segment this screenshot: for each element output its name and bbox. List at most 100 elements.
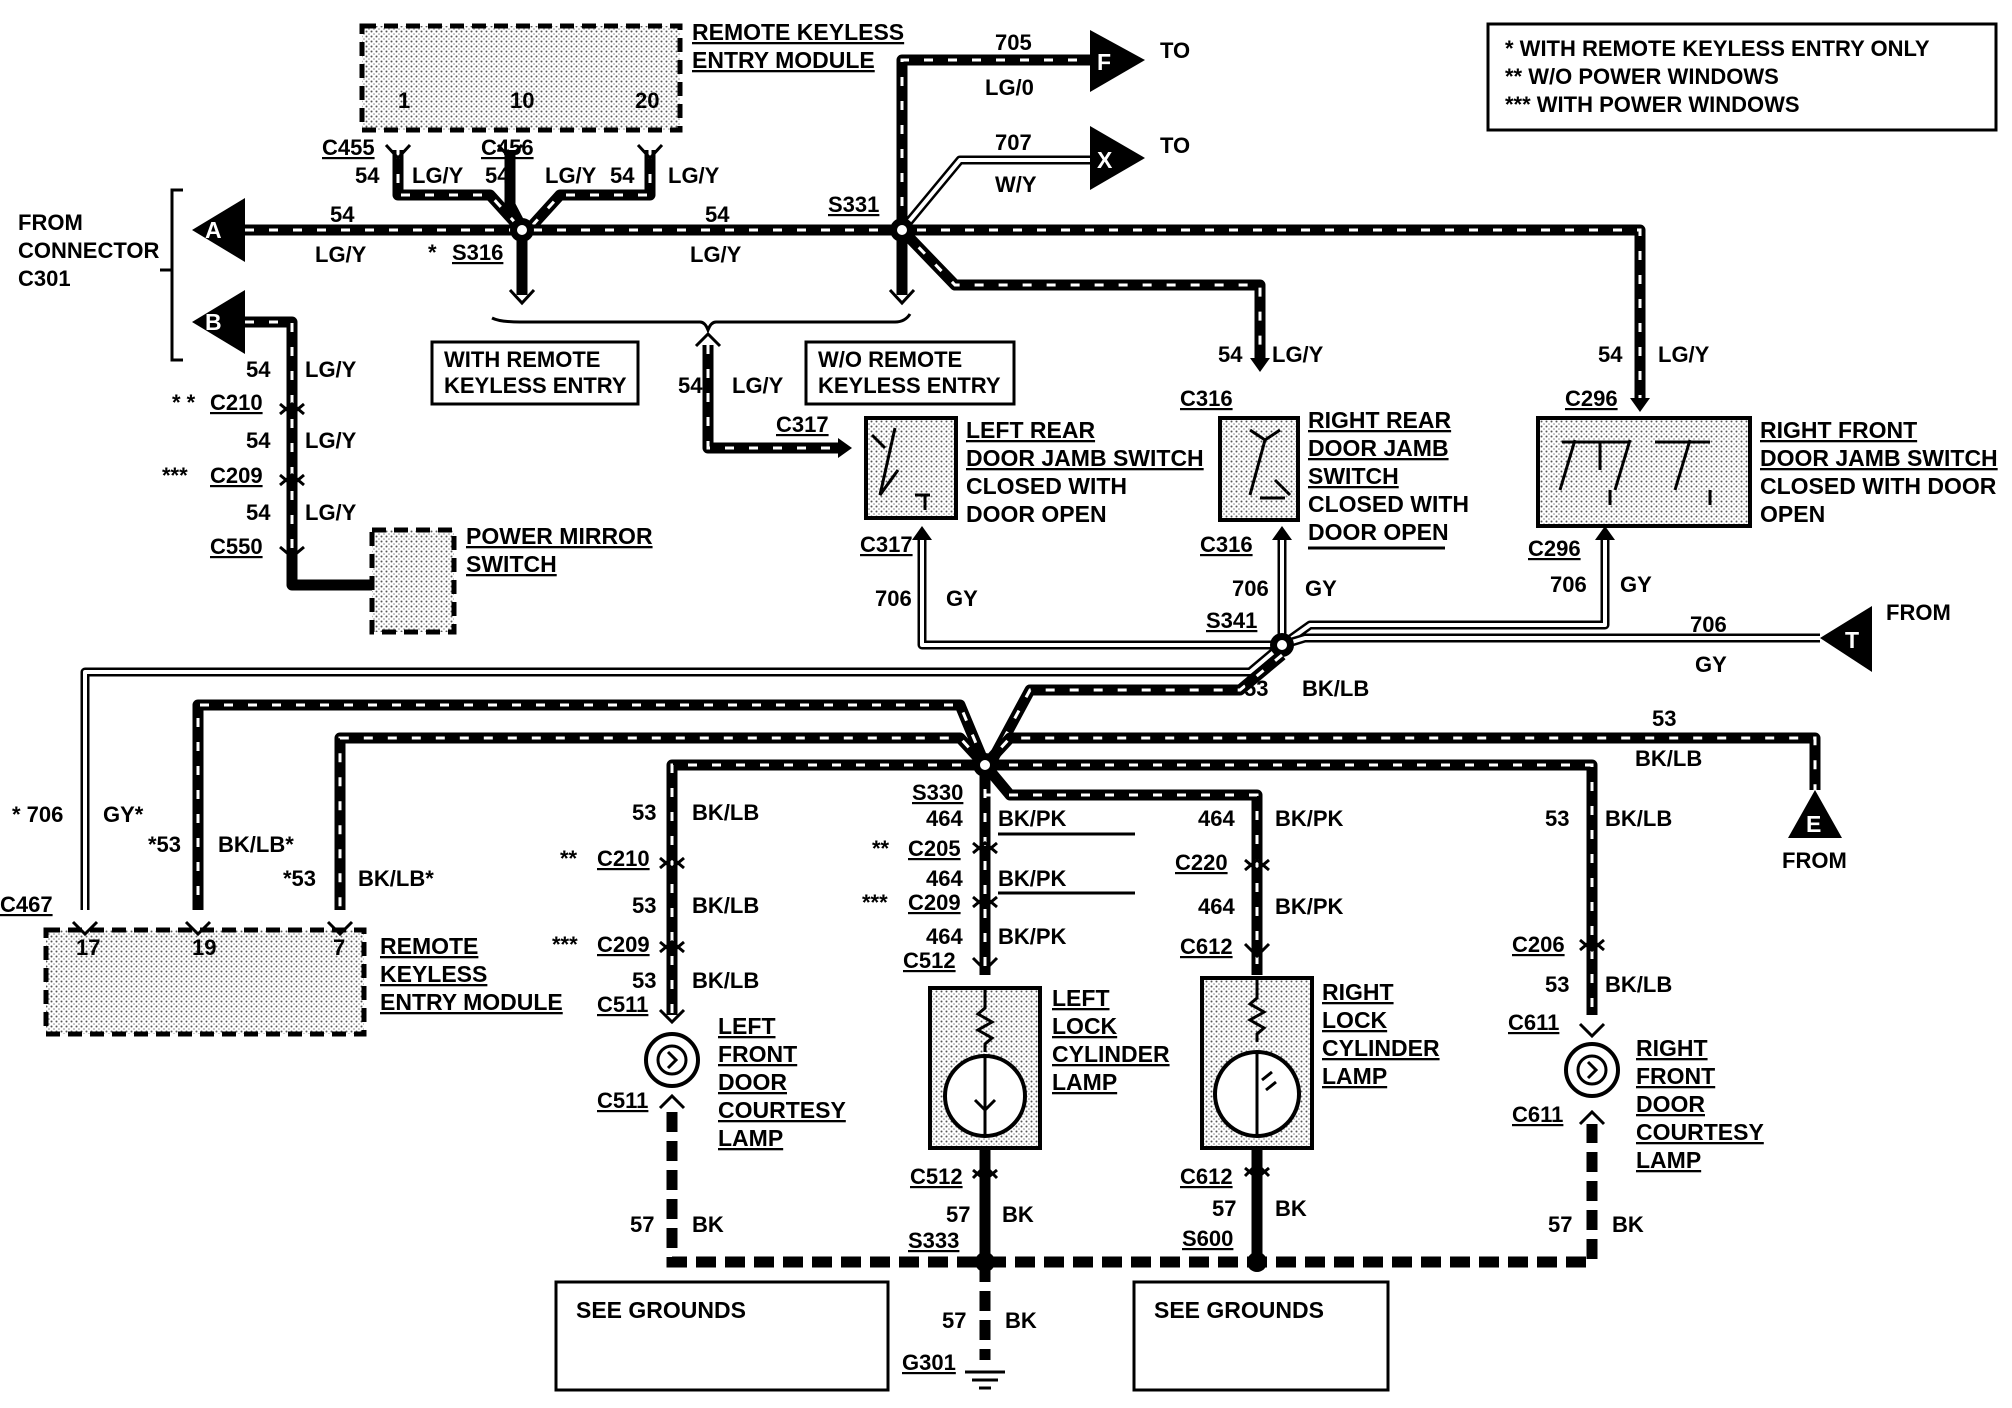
connector-c612: C612 (1180, 1164, 1233, 1189)
connector-c316-in: C316 (1180, 386, 1233, 411)
b-branch (245, 316, 372, 591)
connector-c512-in: C512 (903, 948, 956, 973)
terminal-f-to: TO (1160, 38, 1190, 63)
terminal-e: E (1788, 790, 1842, 838)
left-front-courtesy-lamp (644, 1032, 700, 1088)
wire-to-right-front-jamb (1630, 398, 1650, 412)
ground-circuit (666, 1112, 1598, 1360)
splice-s331-label: S331 (828, 192, 879, 217)
wire-label: GY (1620, 572, 1652, 597)
wire-label: 54 (355, 163, 380, 188)
wire-label: 464 (1198, 806, 1235, 831)
right-rear-jamb-label: CLOSED WITH (1308, 491, 1469, 517)
wire-label: 707 (995, 130, 1032, 155)
wire-label: LG/Y (412, 163, 464, 188)
terminal-x-letter: X (1097, 147, 1113, 173)
right-front-lamp-label: RIGHT (1636, 1035, 1708, 1061)
wire-label: LG/0 (985, 75, 1034, 100)
terminal-b-letter: B (205, 309, 222, 335)
wire-label: BK/PK (1275, 894, 1344, 919)
connector-c456: C456 (481, 135, 534, 160)
wire-label: 706 (875, 586, 912, 611)
with-rke-box: WITH REMOTE KEYLESS ENTRY (430, 340, 640, 406)
rke-bottom-label: ENTRY MODULE (380, 989, 563, 1015)
connector-c205: C205 (908, 836, 961, 861)
wire-label: 57 (630, 1212, 654, 1237)
connector-c296-in: C296 (1565, 386, 1618, 411)
wire-label: LG/Y (305, 500, 357, 525)
from-connector-label: C301 (18, 266, 71, 291)
connector-c550: C550 (210, 534, 263, 559)
see-grounds-left: SEE GROUNDS (554, 1280, 890, 1392)
c210-top-mark: * * (172, 390, 196, 415)
left-rear-jamb-label: DOOR OPEN (966, 501, 1107, 527)
wire-label: 54 (330, 202, 355, 227)
wire-label: 53 (632, 968, 656, 993)
power-mirror-switch: POWER MIRROR SWITCH (369, 523, 653, 635)
right-lock-lamp-label: RIGHT (1322, 979, 1394, 1005)
wire-label: 706 (1550, 572, 1587, 597)
wire-label: 57 (946, 1202, 970, 1227)
legend-line-2: ** W/O POWER WINDOWS (1505, 64, 1779, 89)
left-lock-lamp-label: LEFT (1052, 985, 1110, 1011)
splice-s600-label: S600 (1182, 1226, 1233, 1251)
terminal-a-letter: A (205, 217, 222, 243)
wire-label: 54 (246, 500, 271, 525)
right-rear-jamb-label: DOOR OPEN (1308, 519, 1449, 545)
option-brace (491, 313, 912, 335)
left-lock-lamp-label: CYLINDER (1052, 1041, 1170, 1067)
wire-label: LG/Y (545, 163, 597, 188)
remote-keyless-entry-module-top: 1 10 20 REMOTE KEYLESS ENTRY MODULE (359, 19, 904, 133)
wire-label: 464 (926, 806, 963, 831)
wire-label: BK/LB (692, 968, 759, 993)
rke-top-pin: 10 (510, 88, 534, 113)
wire-label: BK/LB (1605, 972, 1672, 997)
wire-label: 57 (942, 1308, 966, 1333)
rke-top-pin: 20 (635, 88, 659, 113)
connector-c611: C611 (1512, 1102, 1563, 1127)
wire-label: 464 (1198, 894, 1235, 919)
wire-label: BK/LB* (218, 832, 294, 857)
wire-label: 53 (1545, 972, 1569, 997)
connector-c209-c: C209 (908, 890, 961, 915)
right-front-lamp-label: LAMP (1636, 1147, 1701, 1173)
terminal-x: X (1090, 126, 1145, 190)
wire-label: 54 (246, 357, 271, 382)
wire-label: BK (1612, 1212, 1644, 1237)
without-rke-label: KEYLESS ENTRY (818, 373, 1001, 398)
c209-c-mark: *** (862, 890, 888, 915)
power-mirror-label: POWER MIRROR (466, 523, 653, 549)
rke-top-pin: 1 (398, 88, 410, 113)
right-lock-cylinder-lamp (1200, 976, 1314, 1260)
left-front-lamp-label: LAMP (718, 1125, 783, 1151)
connector-c209-b: C209 (597, 932, 650, 957)
wire-label: 706 (1690, 612, 1727, 637)
wire-label: 464 (926, 866, 963, 891)
wire-label: 54 (1598, 342, 1623, 367)
connector-c316: C316 (1200, 532, 1253, 557)
left-lock-lamp-label: LOCK (1052, 1013, 1118, 1039)
splice-s316-label: S316 (452, 240, 503, 265)
wire-label: *53 (148, 832, 181, 857)
from-connector-bracket (160, 188, 183, 362)
right-front-lamp-label: COURTESY (1636, 1119, 1764, 1145)
left-rear-door-jamb-switch: LEFT REAR DOOR JAMB SWITCH CLOSED WITH D… (864, 416, 1204, 527)
right-front-jamb-label: DOOR JAMB SWITCH (1760, 445, 1998, 471)
c210-b-mark: ** (560, 846, 578, 871)
wire-label: 54 (678, 373, 703, 398)
wire-to-left-rear-jamb (694, 331, 852, 458)
from-connector-label: FROM (18, 210, 83, 235)
from-connector-label: CONNECTOR (18, 238, 159, 263)
connector-c467: C467 (0, 892, 53, 917)
right-front-door-jamb-switch: RIGHT FRONT DOOR JAMB SWITCH CLOSED WITH… (1536, 416, 1998, 528)
wire-to-right-rear-jamb (1250, 358, 1270, 372)
terminal-b: B (192, 290, 245, 354)
rke-top-label: ENTRY MODULE (692, 47, 875, 73)
connector-c210-b: C210 (597, 846, 650, 871)
see-grounds-left-text: SEE GROUNDS (576, 1297, 746, 1323)
ground-g301-label: G301 (902, 1350, 956, 1375)
without-rke-label: W/O REMOTE (818, 347, 962, 372)
wire-label: LG/Y (732, 373, 784, 398)
with-rke-label: KEYLESS ENTRY (444, 373, 627, 398)
terminal-t-from: FROM (1886, 600, 1951, 625)
